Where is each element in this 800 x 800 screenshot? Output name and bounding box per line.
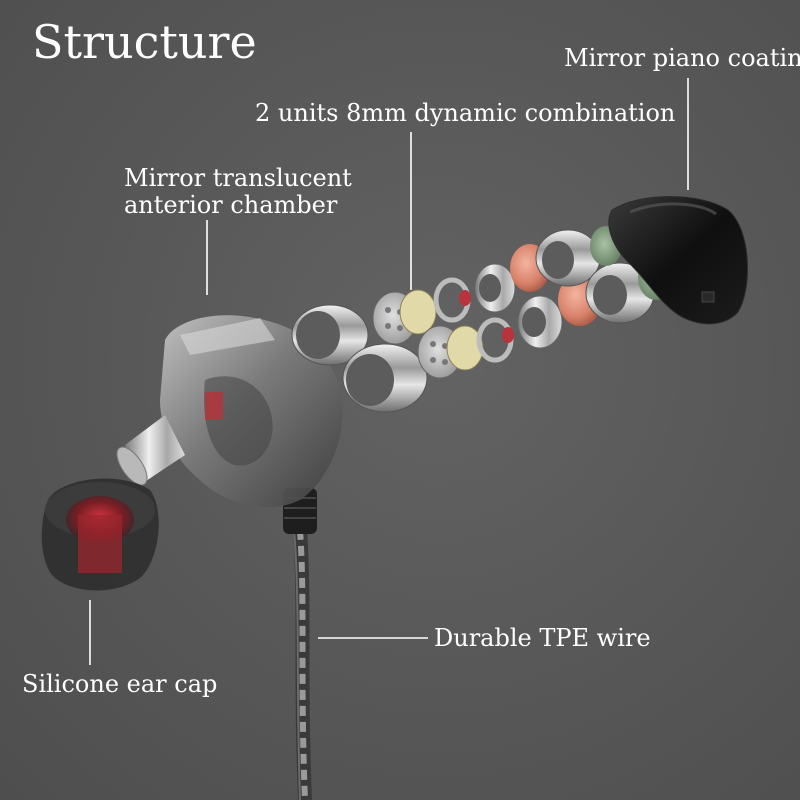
page-title: Structure <box>32 15 257 69</box>
label-chamber-line2: anterior chamber <box>124 191 338 219</box>
cable <box>283 488 317 800</box>
dynamic-drivers <box>372 289 484 379</box>
rear-metal-rings <box>535 229 655 324</box>
translucent-chamber <box>116 315 343 508</box>
leader-lines <box>89 78 689 665</box>
spacer-rings <box>433 263 563 363</box>
front-metal-rings <box>291 304 428 413</box>
label-tpe-wire: Durable TPE wire <box>434 624 651 652</box>
label-mirror-piano-coating: Mirror piano coating <box>564 44 800 72</box>
silicone-ear-cap <box>41 478 159 591</box>
label-chamber-line1: Mirror translucent <box>124 164 352 192</box>
label-dynamic-combination: 2 units 8mm dynamic combination <box>255 99 676 127</box>
label-silicone-ear-cap: Silicone ear cap <box>22 670 218 698</box>
mirror-piano-shell <box>608 196 748 325</box>
